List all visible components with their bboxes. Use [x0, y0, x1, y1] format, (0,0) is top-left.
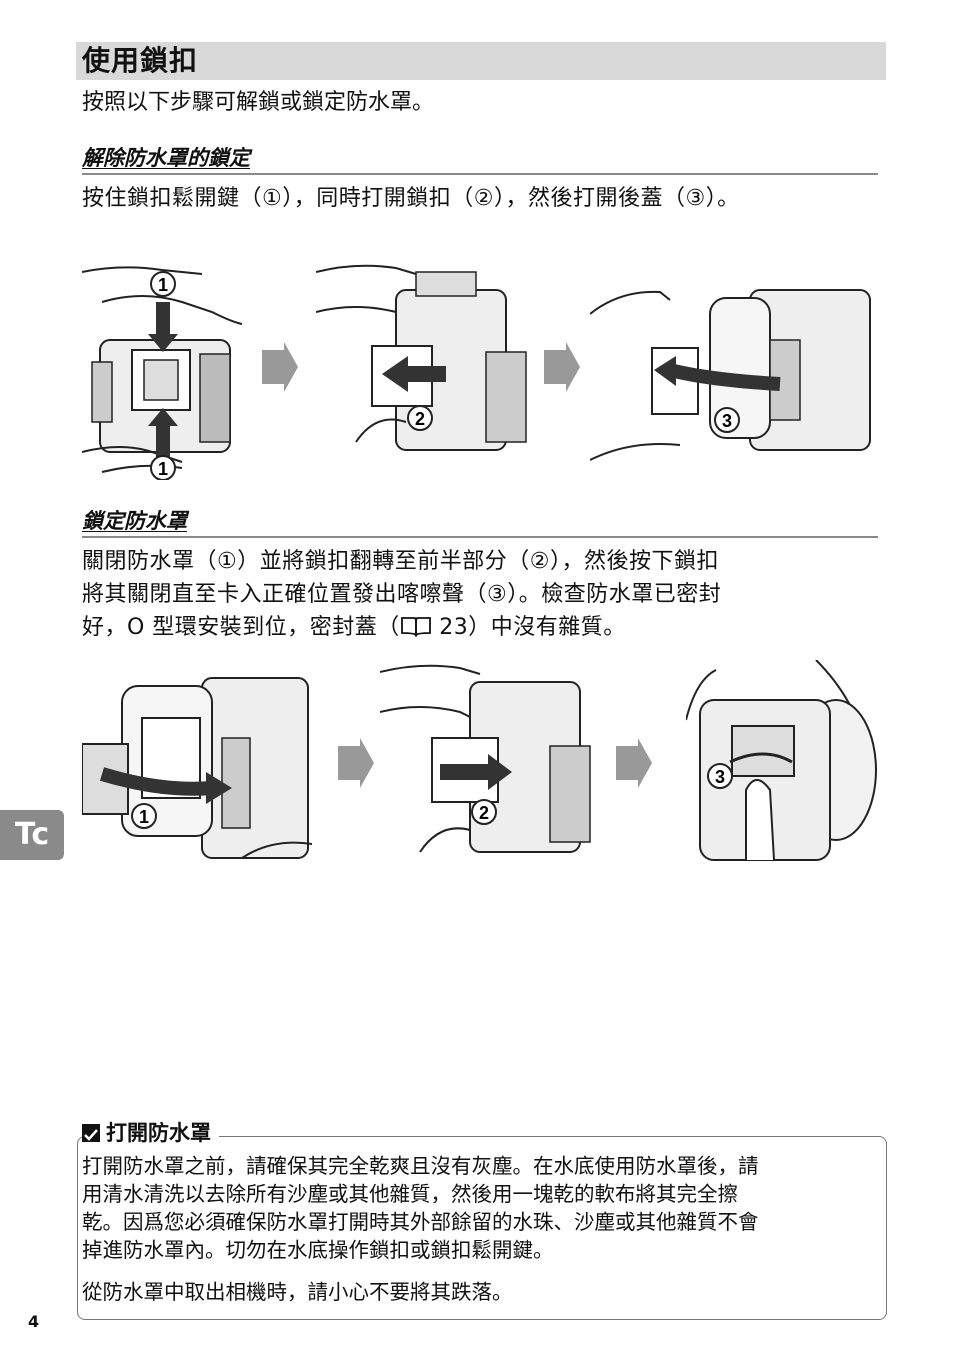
- svg-text:2: 2: [479, 803, 489, 823]
- svg-text:1: 1: [139, 807, 149, 827]
- callout-1-bottom: [150, 455, 176, 480]
- note-title: 打開防水罩: [82, 1120, 219, 1146]
- page-title-bar: 使用鎖扣: [76, 42, 886, 80]
- svg-text:1: 1: [158, 459, 168, 479]
- page-title: 使用鎖扣: [82, 44, 199, 77]
- step-arrow-icon: [262, 342, 298, 396]
- language-tab: Tc: [0, 810, 64, 860]
- svg-text:3: 3: [722, 411, 732, 431]
- intro-text: 按照以下步驟可解鎖或鎖定防水罩。: [82, 90, 435, 115]
- lock-instructions-line-2: 將其關閉直至卡入正確位置發出喀嚓聲（③）。檢查防水罩已密封: [82, 582, 722, 607]
- callout-1-lock: [131, 803, 157, 829]
- svg-text:3: 3: [715, 767, 725, 787]
- note-paragraph-1-line-4: 掉進防水罩內。切勿在水底操作鎖扣或鎖扣鬆開鍵。: [82, 1238, 554, 1262]
- checkbox-icon: [82, 1124, 100, 1142]
- page-number: 4: [28, 1312, 40, 1331]
- unlock-figure-1: 1 1: [82, 262, 248, 480]
- lock-instructions-line-3: 好，O 型環安裝到位，密封蓋（ 23）中沒有雜質。: [82, 614, 626, 640]
- step-arrow-icon: [616, 738, 652, 792]
- svg-text:2: 2: [415, 409, 425, 429]
- lock-figure-3: 3: [686, 660, 882, 864]
- unlock-figure-3: 3: [590, 270, 880, 468]
- lock-heading: 鎖定防水罩: [82, 506, 878, 538]
- note-paragraph-2: 從防水罩中取出相機時，請小心不要將其跌落。: [82, 1280, 513, 1304]
- lock-instructions-line-1: 關閉防水罩（①）並將鎖扣翻轉至前半部分（②），然後按下鎖扣: [82, 549, 719, 574]
- svg-text:1: 1: [158, 275, 168, 295]
- lock-figure-2: 2: [380, 662, 592, 864]
- unlock-heading: 解除防水罩的鎖定: [82, 143, 878, 175]
- step-arrow-icon: [544, 342, 580, 396]
- callout-1-top: [150, 271, 176, 297]
- note-box: [77, 1136, 887, 1320]
- callout-2-lock: [471, 799, 497, 825]
- step-arrow-icon: [338, 738, 374, 792]
- note-paragraph-1-line-3: 乾。因爲您必須確保防水罩打開時其外部餘留的水珠、沙塵或其他雜質不會: [82, 1210, 759, 1234]
- lock-figure-1: 1: [82, 668, 312, 864]
- note-paragraph-1-line-1: 打開防水罩之前，請確保其完全乾爽且沒有灰塵。在水底使用防水罩後，請: [82, 1154, 759, 1178]
- callout-3: [714, 407, 740, 433]
- unlock-figure-2: 2: [316, 262, 528, 468]
- unlock-instructions: 按住鎖扣鬆開鍵（①），同時打開鎖扣（②），然後打開後蓋（③）。: [82, 186, 740, 211]
- callout-2: [407, 405, 433, 431]
- callout-3-lock: [707, 763, 733, 789]
- book-reference-icon: [400, 614, 432, 638]
- note-paragraph-1-line-2: 用清水清洗以去除所有沙塵或其他雜質，然後用一塊乾的軟布將其完全擦: [82, 1182, 738, 1206]
